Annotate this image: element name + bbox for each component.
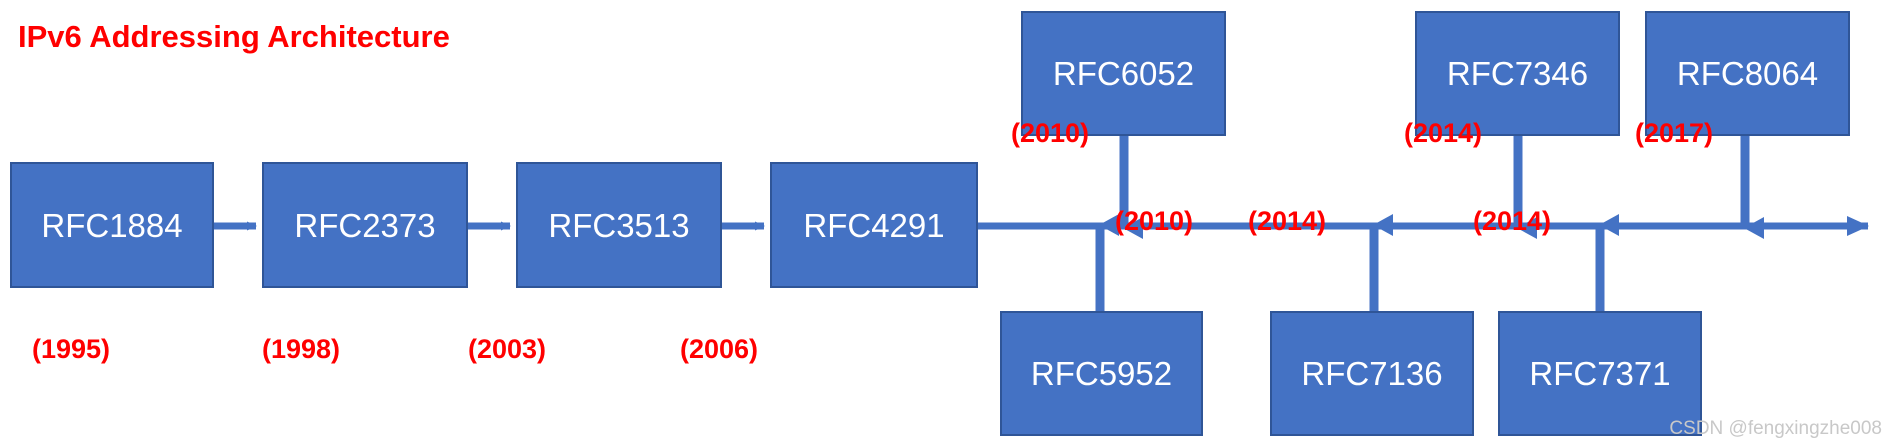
year-label-rfc7371: (2014) bbox=[1473, 206, 1552, 236]
rfc-box-rfc2373[interactable]: RFC2373 bbox=[262, 162, 468, 288]
rfc-box-label: RFC4291 bbox=[803, 206, 945, 244]
rfc-box-label: RFC6052 bbox=[1052, 55, 1195, 92]
year-label-rfc5952: (2010) bbox=[1115, 206, 1194, 236]
rfc-box-rfc5952[interactable]: RFC5952 bbox=[1000, 311, 1203, 436]
watermark: CSDN @fengxingzhe008 bbox=[1669, 418, 1882, 439]
year-label-rfc8064: (2017) bbox=[1635, 118, 1714, 148]
rfc-box-rfc3513[interactable]: RFC3513 bbox=[516, 162, 722, 288]
year-label-rfc7346: (2014) bbox=[1404, 118, 1483, 148]
rfc-box-label: RFC3513 bbox=[548, 206, 690, 244]
rfc-box-label: RFC8064 bbox=[1676, 55, 1819, 92]
rfc-box-rfc1884[interactable]: RFC1884 bbox=[10, 162, 214, 288]
rfc-box-label: RFC2373 bbox=[294, 206, 436, 244]
page-title: IPv6 Addressing Architecture bbox=[18, 19, 450, 54]
rfc-box-label: RFC1884 bbox=[41, 206, 183, 244]
year-label-rfc6052: (2010) bbox=[1011, 118, 1090, 148]
rfc-box-rfc6052[interactable]: RFC6052 bbox=[1021, 11, 1226, 136]
rfc-box-rfc7136[interactable]: RFC7136 bbox=[1270, 311, 1474, 436]
rfc-box-label: RFC7346 bbox=[1446, 55, 1589, 92]
year-label-rfc4291: (2006) bbox=[680, 334, 759, 364]
rfc-box-label: RFC5952 bbox=[1030, 355, 1173, 392]
rfc-box-rfc7371[interactable]: RFC7371 bbox=[1498, 311, 1702, 436]
rfc-box-rfc7346[interactable]: RFC7346 bbox=[1415, 11, 1620, 136]
rfc-box-label: RFC7136 bbox=[1301, 355, 1443, 392]
year-label-rfc7136: (2014) bbox=[1248, 206, 1327, 236]
rfc-box-rfc8064[interactable]: RFC8064 bbox=[1645, 11, 1850, 136]
year-label-rfc1884: (1995) bbox=[32, 334, 111, 364]
rfc-box-rfc4291[interactable]: RFC4291 bbox=[770, 162, 978, 288]
rfc-box-label: RFC7371 bbox=[1529, 355, 1671, 392]
year-label-rfc3513: (2003) bbox=[468, 334, 547, 364]
year-label-rfc2373: (1998) bbox=[262, 334, 341, 364]
